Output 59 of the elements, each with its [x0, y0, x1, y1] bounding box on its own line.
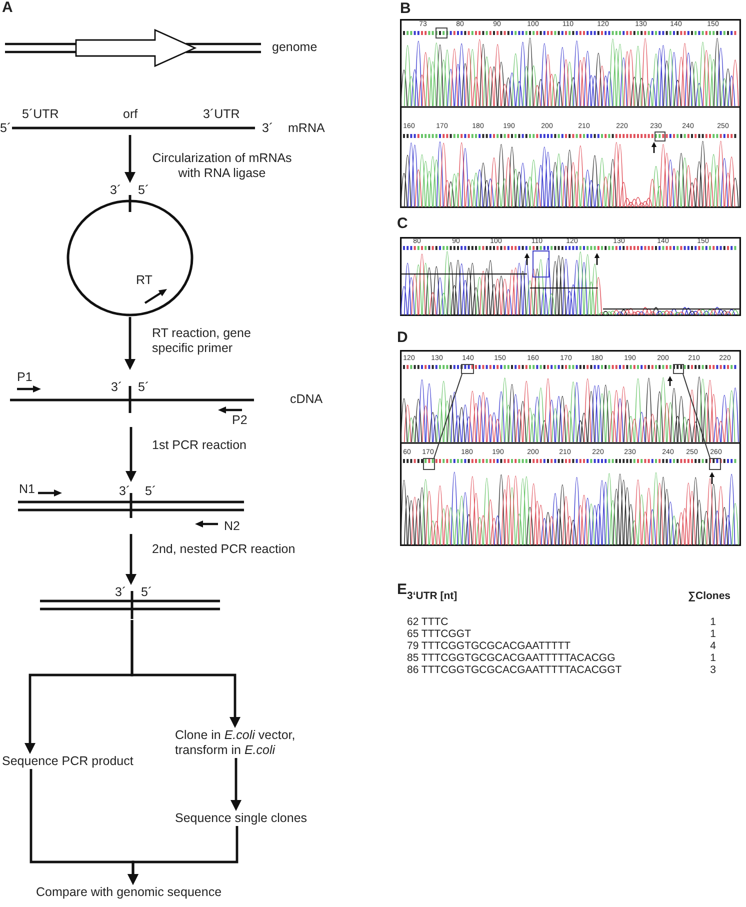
connector-line [682, 374, 710, 458]
table-cell: 1 [710, 652, 716, 664]
arrow [130, 620, 240, 728]
strand-end-label: 5´ [145, 484, 156, 498]
panel-letter: D [397, 330, 408, 346]
primer-label: P2 [232, 413, 248, 427]
strand-end-label: 3´ [119, 484, 130, 498]
strand-end-label: 3´ [111, 380, 122, 394]
table-cell: 79 TTTCGGTGCGCACGAATTTTT [407, 640, 571, 652]
enzyme-label: RT [136, 273, 152, 287]
strand-end-label: 3´ [110, 183, 122, 197]
region-label: 5´UTR [22, 107, 59, 121]
column-header: 3‘UTR [nt] [407, 590, 458, 602]
region-label: 3´UTR [203, 107, 240, 121]
arrow [126, 534, 136, 585]
molecule-label: genome [272, 40, 318, 54]
table-cell: 62 TTTC [407, 616, 448, 628]
highlight-box [709, 458, 721, 470]
table-cell: 85 TTTCGGTGCGCACGAATTTTTACACGG [407, 652, 616, 664]
region-label: orf [123, 107, 138, 121]
panel-letter: A [2, 0, 13, 16]
highlight-box [423, 458, 435, 470]
highlight-box [461, 364, 474, 374]
molecule-label: mRNA [288, 121, 325, 135]
strand-end-label: 3´ [262, 121, 274, 135]
panel-letter: E [397, 582, 408, 598]
primer-label: P1 [17, 370, 32, 384]
edge-label: 2nd, nested PCR reaction [152, 542, 296, 557]
connector-line [434, 374, 462, 458]
step-text: Compare with genomic sequence [36, 885, 222, 900]
edge-label: 1st PCR reaction [152, 438, 246, 453]
table-cell: 1 [710, 616, 716, 628]
strand-end-label: 5´ [141, 585, 152, 599]
arrow [128, 826, 238, 885]
column-header: ∑Clones [688, 590, 730, 602]
highlight-box [673, 364, 684, 374]
table-cell: 86 TTTCGGTGCGCACGAATTTTTACACGGT [407, 664, 622, 676]
edge-label: RT reaction, gene specific primer [152, 326, 252, 356]
primer-label: N2 [224, 519, 240, 533]
table-cell: 65 TTTCGGT [407, 628, 471, 640]
edge-label: Circularization of mRNAs with RNA ligase [151, 151, 293, 181]
table-cell: 4 [710, 640, 716, 652]
panel-letter: C [397, 216, 408, 232]
arrow [124, 135, 136, 183]
step-text: Sequence PCR product [2, 754, 134, 769]
molecule-label: cDNA [290, 392, 323, 406]
arrow [124, 317, 136, 370]
table-cell: 3 [710, 664, 716, 676]
strand-end-label: 3´ [115, 585, 126, 599]
strand-end-label: 5´ [0, 121, 12, 135]
strand-end-label: 5´ [138, 380, 150, 394]
table-cell: 1 [710, 628, 716, 640]
primer-label: N1 [19, 482, 35, 496]
step-text: Sequence single clones [175, 811, 308, 826]
step-text: Clone in E.coli vector, transform in E.coli [175, 728, 325, 758]
arrow [126, 427, 136, 482]
panel-letter: B [400, 1, 411, 17]
strand-end-label: 5´ [138, 183, 150, 197]
arrow [230, 758, 242, 811]
